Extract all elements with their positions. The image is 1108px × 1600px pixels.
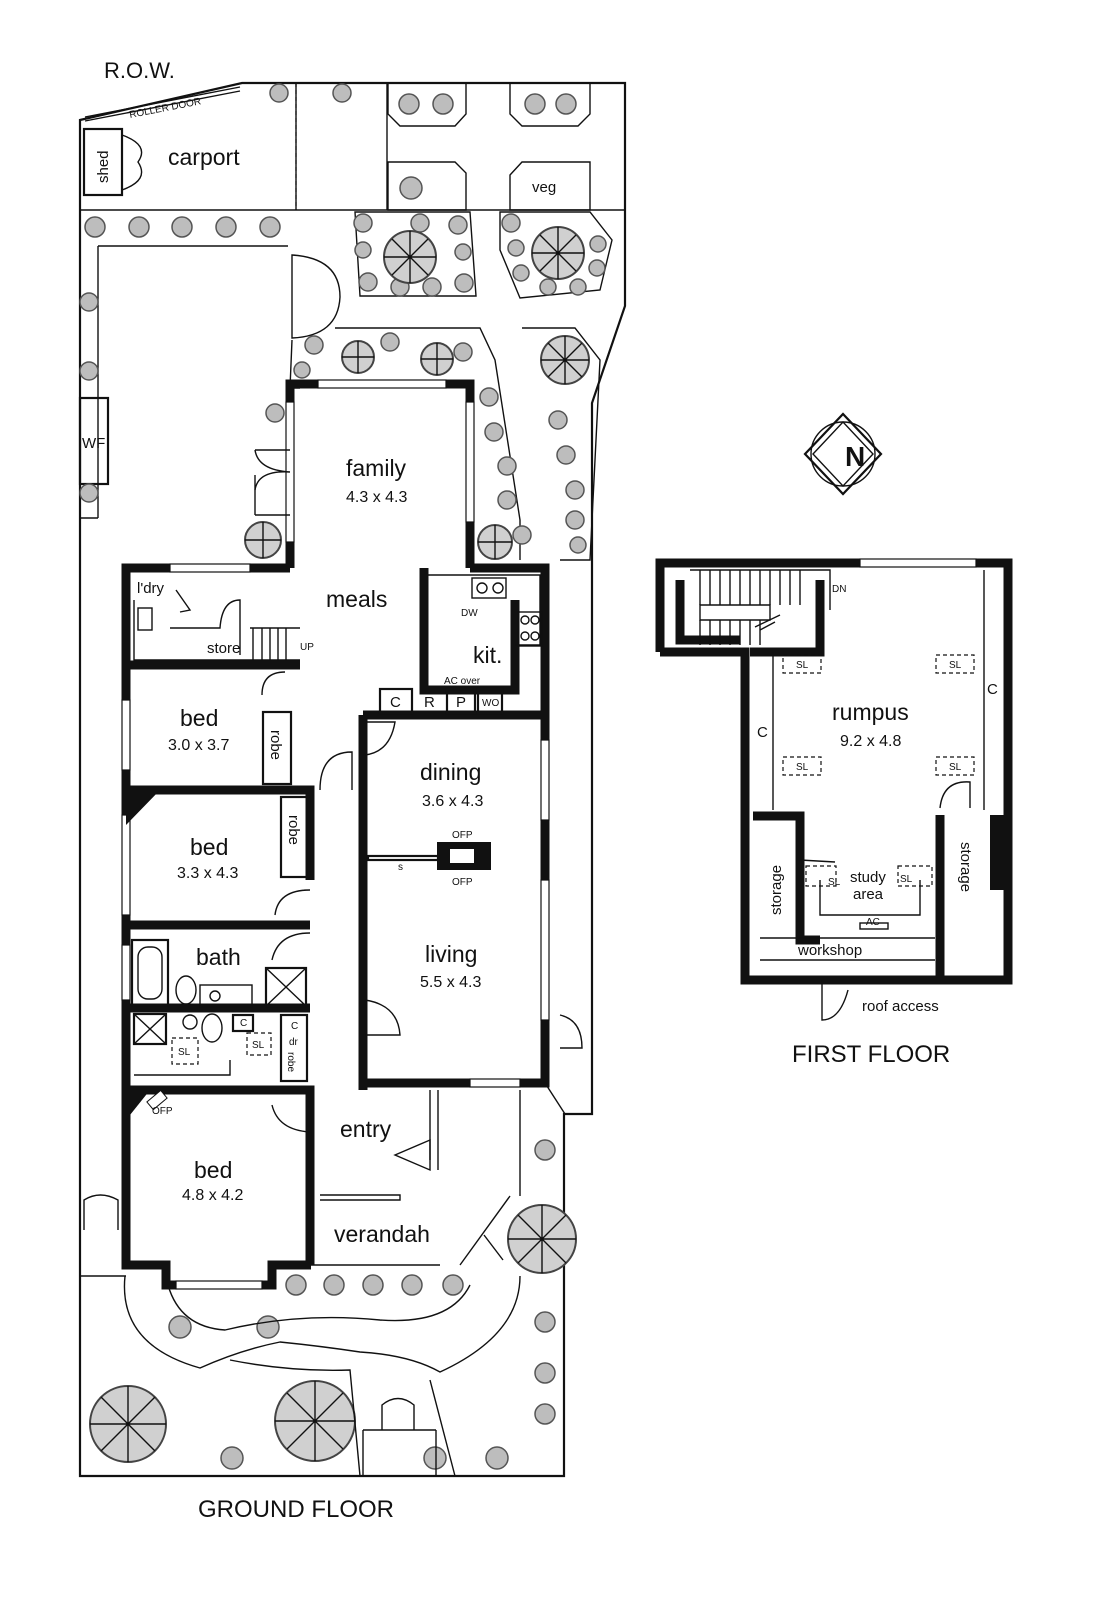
study-label-2: area (853, 886, 884, 903)
robe1-label: robe (267, 730, 284, 760)
bathroom-fixtures (130, 938, 308, 1076)
front-path (123, 1275, 521, 1477)
shrubs (79, 83, 607, 1470)
ac-over-label: AC over (444, 676, 481, 687)
veg-label: veg (532, 179, 556, 196)
ground-doors (83, 449, 583, 1266)
rumpus-dim: 9.2 x 4.8 (840, 733, 901, 750)
wf-label: WF (82, 435, 105, 452)
sl-s2-label: SL (900, 874, 913, 885)
sl-r4-label: SL (949, 762, 962, 773)
c-right-label: C (987, 681, 998, 698)
c-robe-label: C (291, 1021, 298, 1032)
ground-windows (121, 379, 550, 1290)
meals-label: meals (326, 586, 387, 612)
shed-box (82, 127, 124, 197)
tree-icon (507, 1204, 577, 1274)
rumpus-label: rumpus (832, 699, 909, 725)
kitchen-bench (378, 574, 543, 715)
bed1-dim: 3.0 x 3.7 (168, 737, 229, 754)
robes (261, 710, 311, 1083)
roof-access-label: roof access (862, 998, 939, 1015)
storage-left-label: storage (768, 865, 785, 915)
dining-dim: 3.6 x 4.3 (422, 793, 483, 810)
verandah-label: verandah (334, 1221, 430, 1247)
ac-label: AC (866, 917, 880, 928)
dw-label: DW (461, 608, 478, 619)
trees (89, 226, 590, 1463)
tree-icon (540, 335, 590, 385)
c-linen-label: C (240, 1018, 247, 1029)
ground-floor-walls (121, 379, 550, 1290)
tree-icon (383, 230, 437, 284)
robe2-label: robe (285, 815, 302, 845)
north-arrow-icon (803, 412, 883, 496)
study-label-1: study (850, 869, 886, 886)
tree-icon (244, 521, 282, 559)
ground-floor-title: GROUND FLOOR (198, 1496, 394, 1523)
tree-icon (274, 1380, 356, 1462)
tree-icon (420, 342, 454, 376)
sl-bath-label: SL (178, 1047, 191, 1058)
family-dim: 4.3 x 4.3 (346, 489, 407, 506)
bed3-dim: 4.8 x 4.2 (182, 1187, 243, 1204)
living-label: living (425, 941, 477, 967)
ofp-dining-label: OFP (452, 830, 473, 841)
p-pantry-label: P (456, 694, 466, 711)
c-left-label: C (757, 724, 768, 741)
first-floor-walls (655, 558, 1013, 985)
robe3-label: robe (285, 1052, 296, 1072)
tree-icon (341, 340, 375, 374)
sl-r3-label: SL (796, 762, 809, 773)
up-label: UP (300, 642, 314, 653)
storage-right-label: storage (957, 842, 974, 892)
s-label: s (398, 862, 403, 873)
dining-label: dining (420, 759, 481, 785)
laundry-store (133, 589, 300, 661)
workshop-label: workshop (797, 942, 862, 959)
entry-label: entry (340, 1116, 392, 1142)
tree-icon (477, 524, 513, 560)
dn-label: DN (832, 584, 846, 595)
r-fridge-label: R (424, 694, 435, 711)
ofp-living-label: OFP (452, 877, 473, 888)
sl-ens-label: SL (252, 1040, 265, 1051)
bed1-label: bed (180, 705, 218, 731)
living-dim: 5.5 x 4.3 (420, 974, 481, 991)
bed2-dim: 3.3 x 4.3 (177, 865, 238, 882)
ofp-bed3-label: OFP (152, 1106, 173, 1117)
first-floor-title: FIRST FLOOR (792, 1041, 950, 1068)
bed2-label: bed (190, 834, 228, 860)
garden-beds-back (289, 83, 613, 561)
bath-label: bath (196, 944, 241, 970)
fireplaces (126, 790, 491, 1120)
c-cupboard-label: C (390, 694, 401, 711)
shed-label: shed (95, 150, 112, 183)
ldry-label: l'dry (137, 580, 165, 597)
row-label: R.O.W. (104, 58, 175, 83)
first-floor-details (690, 569, 985, 1021)
sl-r1-label: SL (796, 660, 809, 671)
dr-label: dr (289, 1037, 299, 1048)
store-label: store (207, 640, 240, 657)
sl-s1-label: SL (828, 877, 841, 888)
carport-label: carport (168, 144, 240, 170)
north-label: N (845, 441, 865, 472)
family-label: family (346, 455, 407, 481)
tree-icon (531, 226, 585, 280)
wf-structure (78, 396, 110, 486)
sl-r2-label: SL (949, 660, 962, 671)
kitchen-label: kit. (473, 642, 502, 668)
entry-verandah (79, 1082, 566, 1277)
tree-icon (89, 1385, 167, 1463)
bed3-label: bed (194, 1157, 232, 1183)
wo-label: WO (482, 698, 499, 709)
carport-area (82, 83, 388, 210)
